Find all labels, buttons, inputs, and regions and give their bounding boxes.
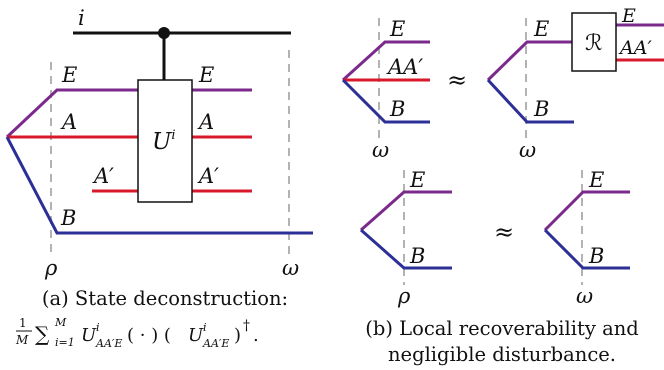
svg-text:∑: ∑ [35, 322, 50, 346]
caption-a-formula: 1 M ∑ M i=1 U i AA′E ( · ) ( U i AA′E ) … [15, 316, 259, 350]
tr-label-b: B [533, 97, 549, 121]
panel-b-bottom-left: E B ρ [360, 168, 452, 308]
tr-label-e-out: E [621, 5, 636, 27]
svg-text:( · ) (: ( · ) ( [127, 325, 171, 346]
br-label-omega: ω [576, 284, 593, 308]
svg-text:1: 1 [19, 316, 27, 330]
svg-text:i: i [203, 321, 207, 334]
bl-label-b: B [409, 244, 425, 268]
tr-label-aa-out: AA′ [618, 37, 652, 59]
recovery-map-box [571, 12, 617, 72]
wire-b [5, 136, 313, 235]
label-i: i [78, 6, 85, 30]
unitary-gate-box [137, 79, 193, 203]
panel-b-bottom-right: E B ω [543, 168, 630, 308]
label-a-in: A [60, 110, 77, 134]
tl-wire-e [341, 40, 430, 82]
svg-text:†: † [243, 318, 250, 334]
recovery-map-label: ℛ [585, 31, 603, 56]
panel-b: E AA′ B ω ≈ ℛ E B ω E AA′ E B [341, 5, 664, 366]
svg-text:i=1: i=1 [55, 336, 75, 349]
svg-text:AA′E: AA′E [95, 337, 122, 350]
label-ap-in: A′ [92, 164, 114, 188]
svg-text:U: U [188, 325, 204, 346]
br-wire-e [543, 190, 630, 232]
svg-text:AA′E: AA′E [202, 337, 229, 350]
label-a-out: A [197, 110, 214, 134]
svg-text:.: . [253, 325, 259, 346]
tl-label-omega: ω [372, 138, 389, 162]
bl-label-e: E [409, 168, 425, 192]
br-label-e: E [588, 168, 604, 192]
panel-a: Ui i E A A′ B E A A′ ρ ω (a) State decon… [5, 6, 313, 350]
svg-text:i: i [96, 321, 100, 334]
tl-label-b: B [389, 97, 405, 121]
label-ap-out: A′ [197, 164, 219, 188]
bl-wire-b [360, 228, 452, 270]
label-e-out: E [198, 63, 214, 87]
br-wire-b [543, 228, 630, 270]
svg-text:U: U [81, 325, 97, 346]
label-e-in: E [61, 63, 77, 87]
tl-wire-b [341, 78, 430, 124]
svg-text:M: M [15, 333, 29, 347]
approx-symbol-top: ≈ [447, 66, 467, 94]
caption-a-line1: (a) State deconstruction: [42, 287, 288, 310]
control-dot [158, 27, 170, 39]
tr-wire-b [486, 78, 574, 124]
caption-b-line1: (b) Local recoverability and [365, 317, 639, 340]
bl-wire-e [360, 190, 452, 232]
tl-label-aa: AA′ [386, 55, 423, 79]
br-label-b: B [588, 244, 604, 268]
tr-label-e-in: E [533, 17, 549, 41]
svg-text:): ) [234, 325, 241, 346]
panel-b-top-left: E AA′ B ω [341, 17, 430, 162]
approx-symbol-bottom: ≈ [494, 218, 514, 246]
svg-text:M: M [54, 316, 67, 329]
wire-e-in [5, 88, 138, 139]
tr-label-omega: ω [519, 138, 536, 162]
gate-label: Ui [152, 128, 176, 155]
label-rho: ρ [44, 256, 58, 280]
bl-label-rho: ρ [397, 284, 411, 308]
label-b: B [60, 206, 76, 230]
tl-label-e: E [389, 17, 405, 41]
caption-b-line2: negligible disturbance. [388, 343, 616, 366]
tr-wire-e [486, 40, 572, 82]
panel-b-top-right: ℛ E B ω E AA′ [486, 5, 664, 162]
label-omega-a: ω [282, 256, 299, 280]
